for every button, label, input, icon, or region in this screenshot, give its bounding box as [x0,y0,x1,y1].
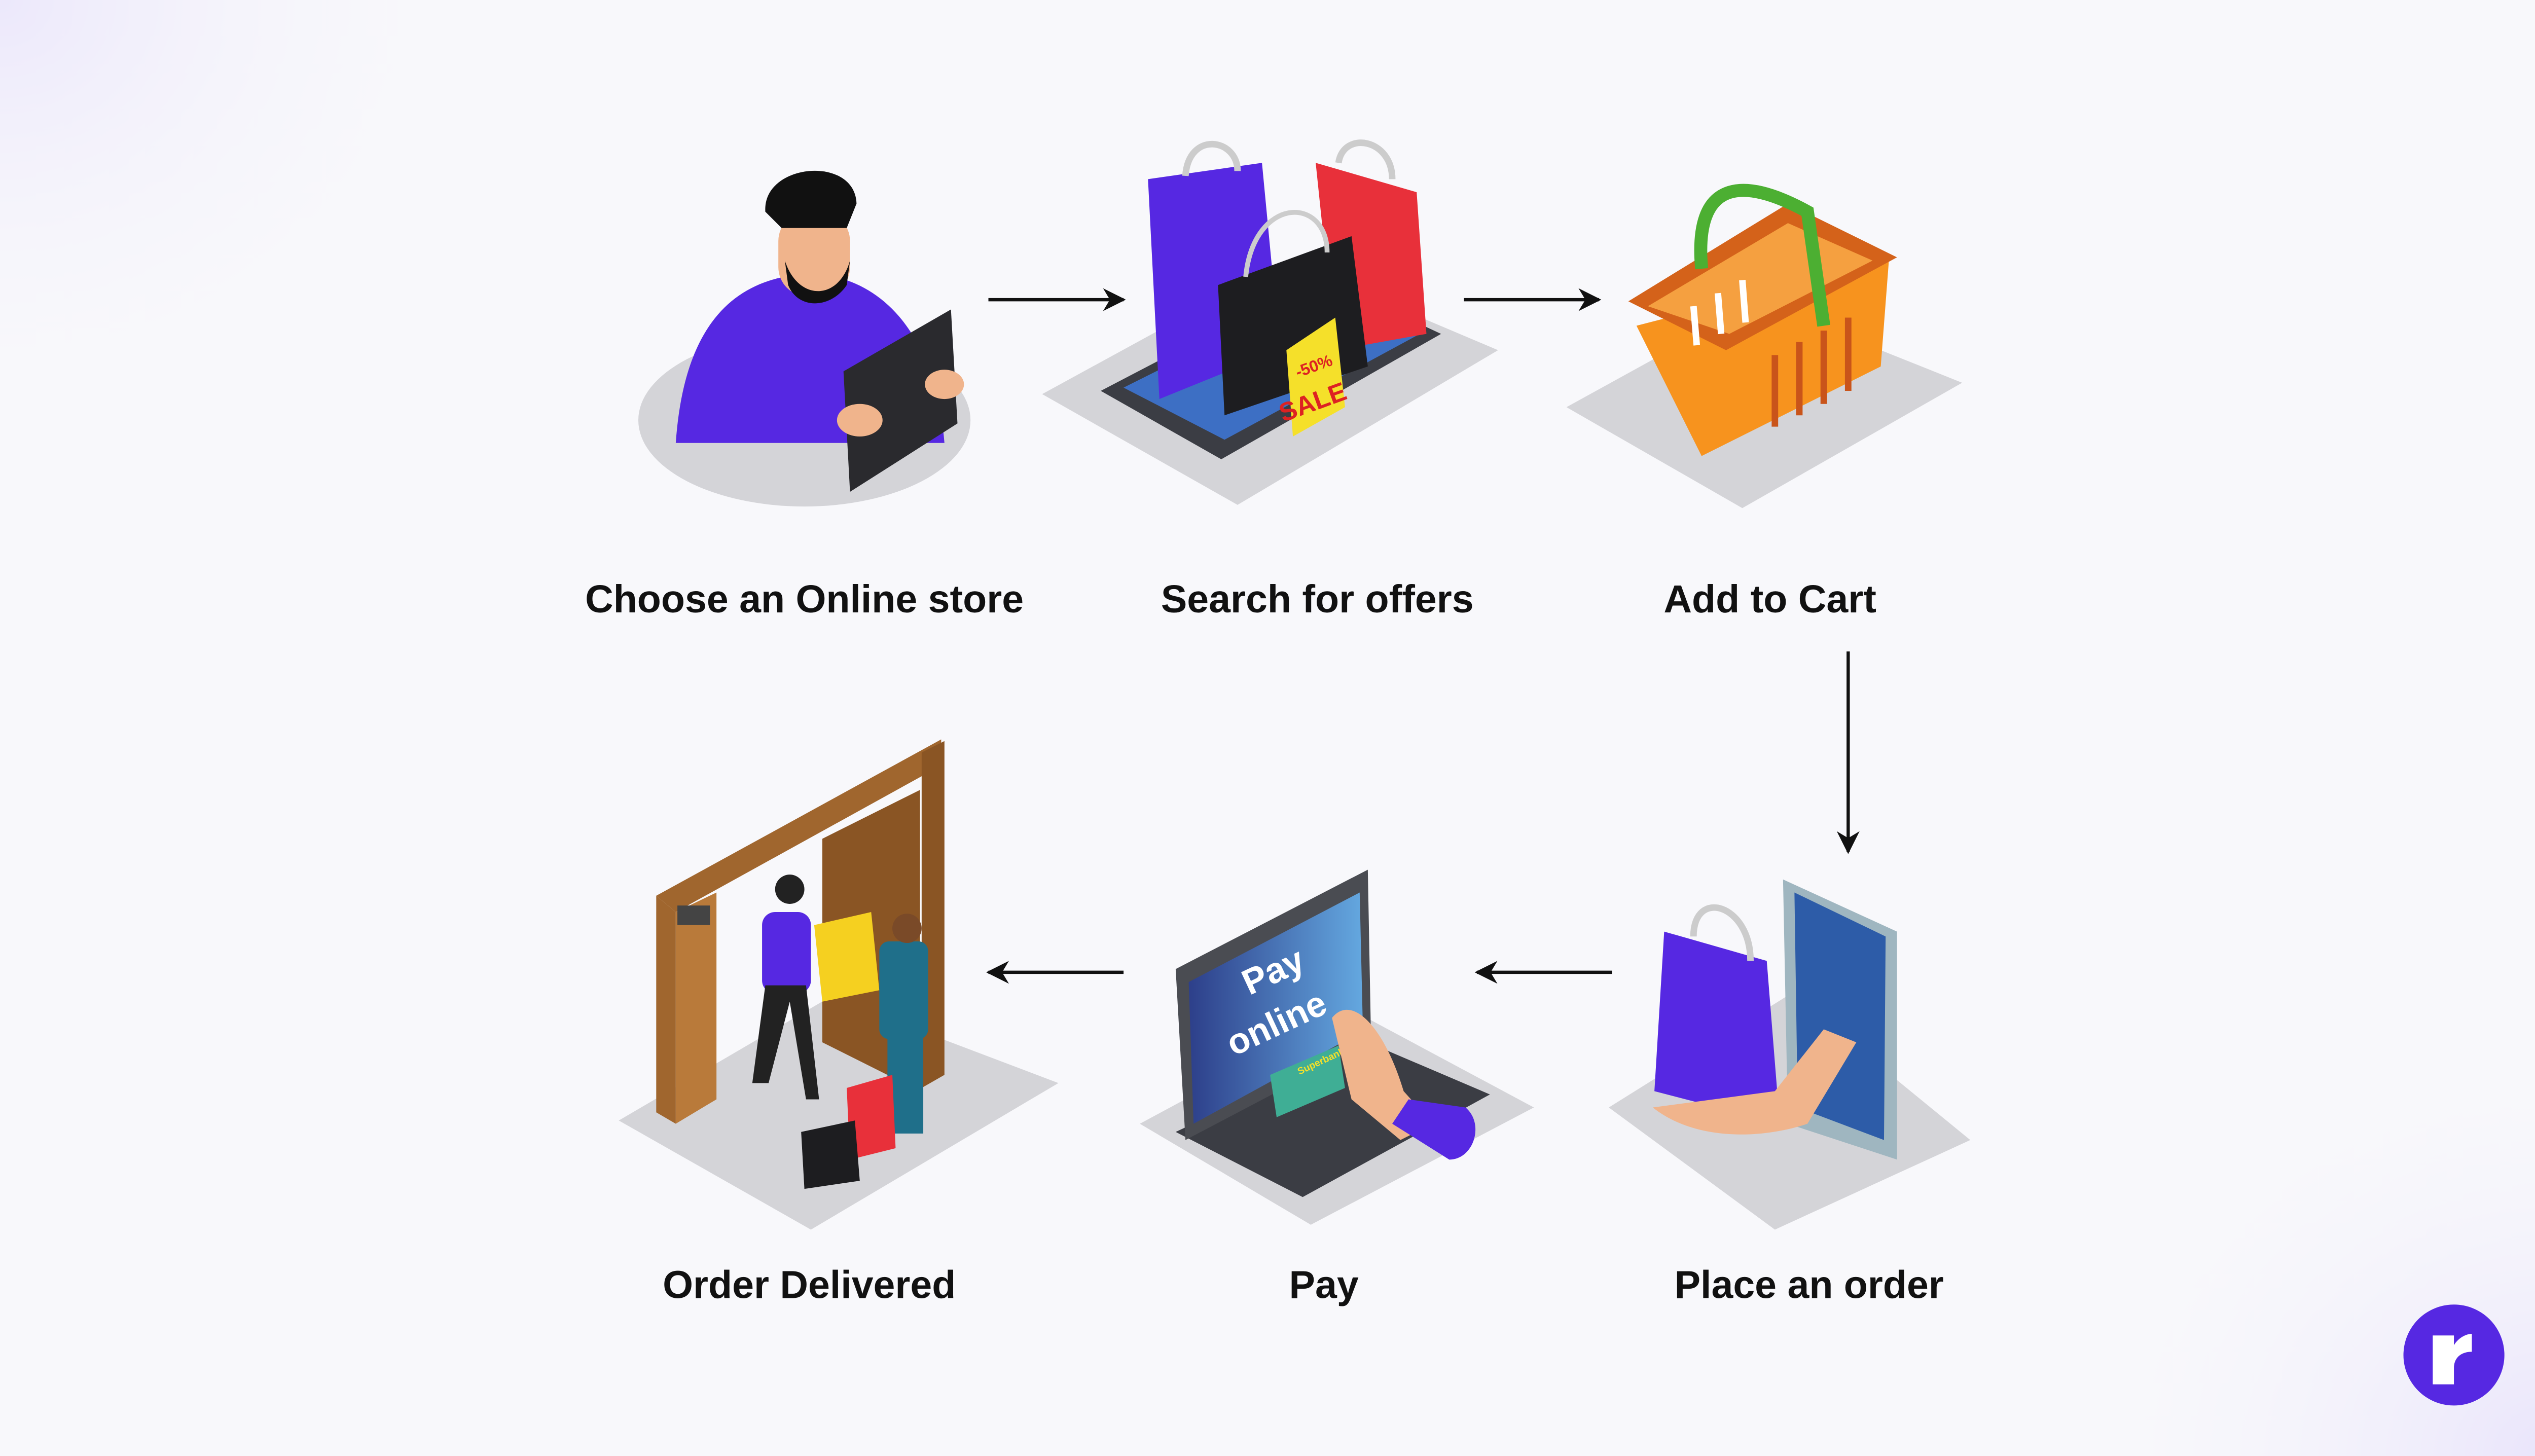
phone-with-bag-icon [1609,879,1971,1230]
step-choose-store-illustration [638,170,971,507]
step-label-order-delivered: Order Delivered [663,1263,956,1306]
step-pay-illustration: Pay online Superbank [1140,869,1534,1225]
brand-logo [2403,1304,2505,1406]
step-label-choose-store: Choose an Online store [585,577,1024,621]
step-label-place-order: Place an order [1675,1263,1944,1306]
person-with-tablet-icon [638,170,971,507]
step-label-search-offers: Search for offers [1161,577,1474,621]
step-search-offers-illustration: -50% SALE [1042,139,1498,505]
step-label-pay: Pay [1289,1263,1359,1306]
step-place-order-illustration [1609,879,1971,1230]
door-delivery-icon [619,739,1059,1230]
step-add-to-cart-illustration [1566,184,1963,508]
step-order-delivered-illustration [619,739,1059,1230]
step-label-add-to-cart: Add to Cart [1663,577,1876,621]
laptop-pay-online-icon: Pay online Superbank [1140,869,1534,1225]
shopping-bags-on-phone-icon: -50% SALE [1042,139,1498,505]
shopping-basket-icon [1566,184,1963,508]
